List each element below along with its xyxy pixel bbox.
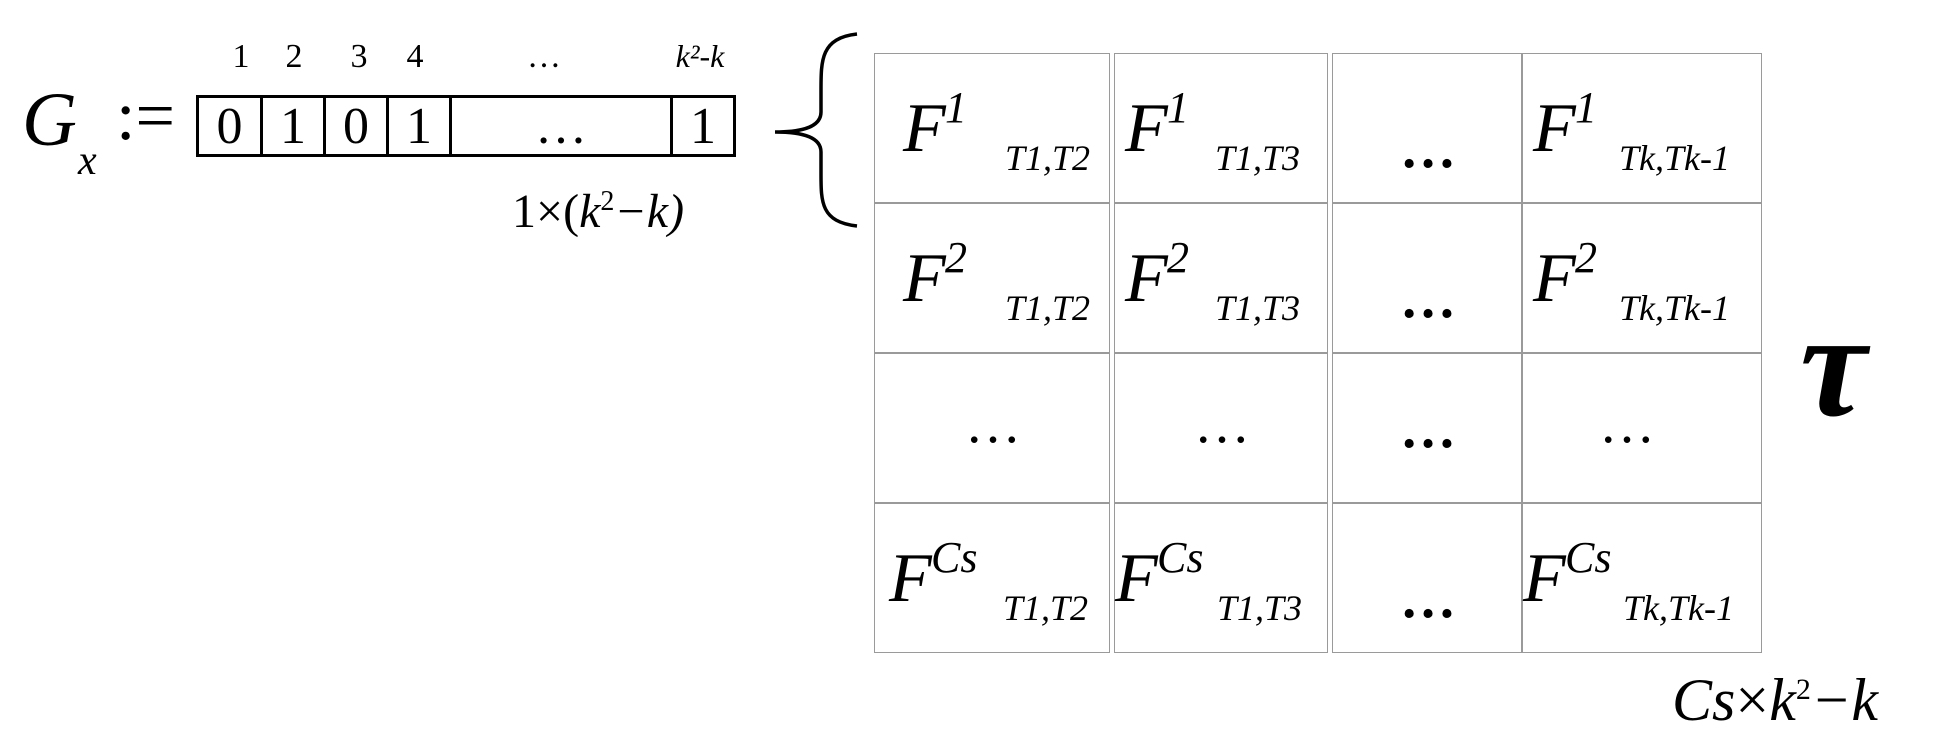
table-cell: … (1332, 353, 1522, 503)
vector-cell: 1 (389, 98, 452, 155)
table-cell: … (874, 353, 1110, 503)
vector-cell: 0 (199, 98, 263, 155)
assign-operator: := (116, 78, 175, 155)
vector-index-label: … (527, 38, 561, 75)
tau-symbol: τ (1800, 282, 1867, 448)
vector-index-label: 4 (406, 38, 424, 75)
table-cell: … (1522, 353, 1762, 503)
vector-index-label: 1 (232, 38, 250, 75)
table-cell: … (1332, 53, 1522, 203)
table-cell: … (1114, 353, 1328, 503)
vector-index-label: 3 (350, 38, 368, 75)
vector-index-label: k²-k (675, 38, 725, 74)
curly-brace (774, 32, 858, 228)
table-cell: … (1332, 203, 1522, 353)
table-cell: … (1332, 503, 1522, 653)
vector-cell: 0 (326, 98, 389, 155)
vector-cell: 1 (670, 98, 733, 155)
vector-cell: 1 (263, 98, 326, 155)
vector-cell: … (535, 98, 587, 155)
vector-index-label: 2 (285, 38, 303, 75)
gx-symbol: G (22, 78, 77, 162)
binary-vector: 0 1 0 1 … 1 (196, 95, 736, 157)
vector-size-label: 1×(k2−k) (512, 185, 685, 238)
table-size-label: Cs×k2−k (1672, 667, 1878, 733)
gx-subscript: x (78, 138, 97, 184)
